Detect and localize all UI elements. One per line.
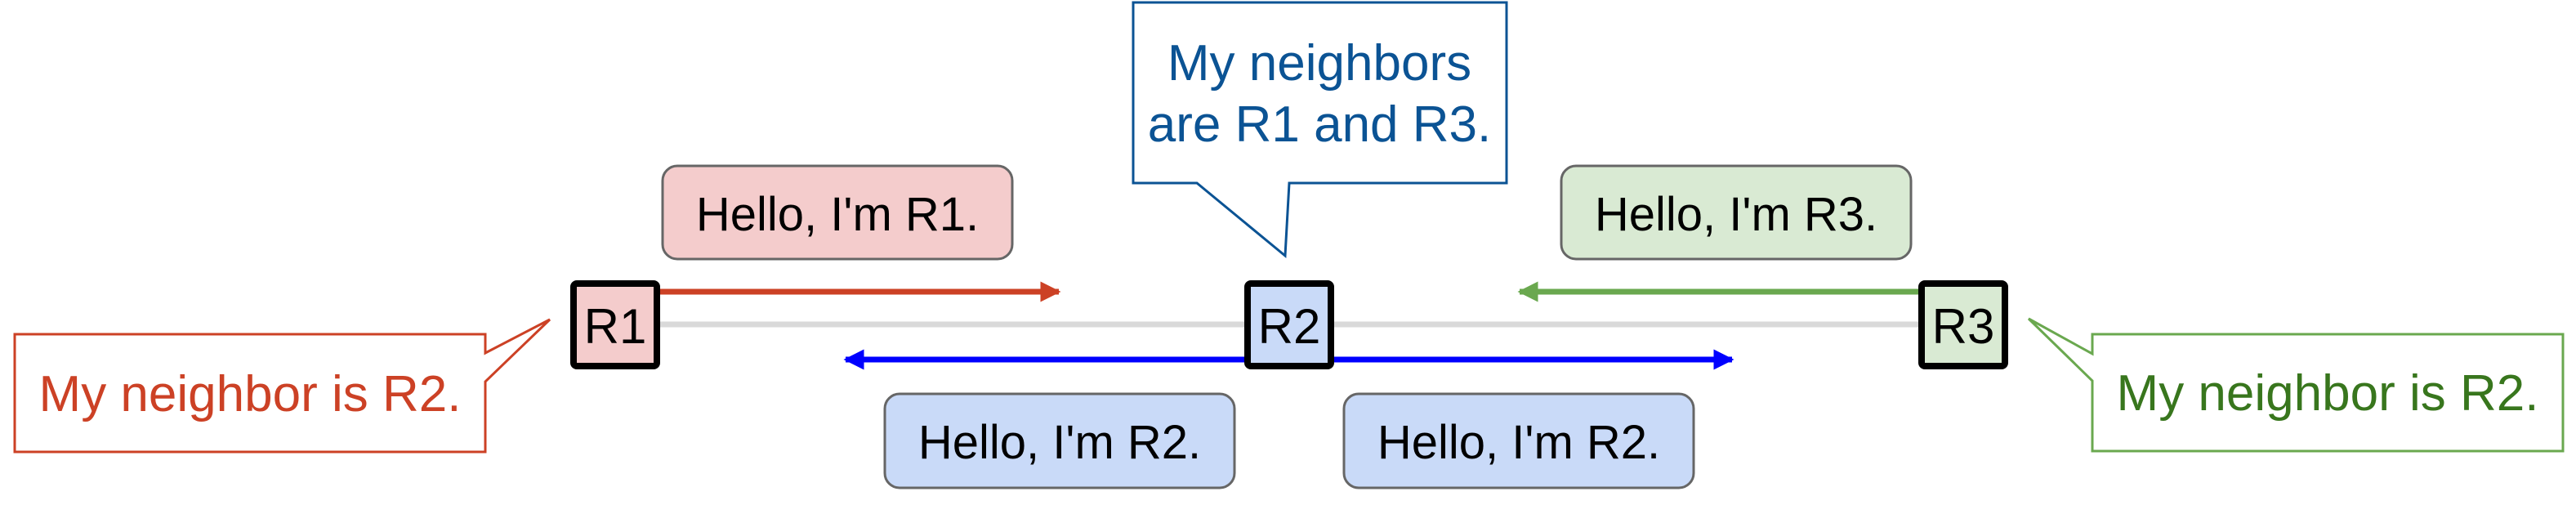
router-r2: R2 <box>1244 280 1334 369</box>
callout-text-line-1: My neighbors <box>1167 35 1471 92</box>
callout-r2: My neighbors are R1 and R3. <box>1132 1 1508 259</box>
router-box <box>570 280 660 369</box>
router-box <box>1244 280 1334 369</box>
router-label: R2 <box>1258 299 1321 354</box>
callout-r3: My neighbor is R2. <box>2027 317 2565 453</box>
hello-box-r1: Hello, I'm R1. <box>661 164 1014 261</box>
hello-text: Hello, I'm R2. <box>1377 416 1660 469</box>
callout-text: My neighbor is R2. <box>2117 365 2539 422</box>
hello-text: Hello, I'm R1. <box>696 188 979 241</box>
router-label: R1 <box>584 299 647 354</box>
hello-text: Hello, I'm R3. <box>1595 188 1877 241</box>
callout-text: My neighbor is R2. <box>39 366 462 422</box>
hello-box-r2-left: Hello, I'm R2. <box>883 392 1236 489</box>
callout-text-line-2: are R1 and R3. <box>1148 96 1491 153</box>
router-r3: R3 <box>1918 280 2008 369</box>
hello-box-r3: Hello, I'm R3. <box>1560 164 1913 261</box>
hello-box-r2-right: Hello, I'm R2. <box>1342 392 1695 489</box>
callout-r1: My neighbor is R2. <box>13 318 551 454</box>
hello-text: Hello, I'm R2. <box>918 416 1201 469</box>
router-box <box>1918 280 2008 369</box>
router-label: R3 <box>1932 299 1995 354</box>
router-r1: R1 <box>570 280 660 369</box>
